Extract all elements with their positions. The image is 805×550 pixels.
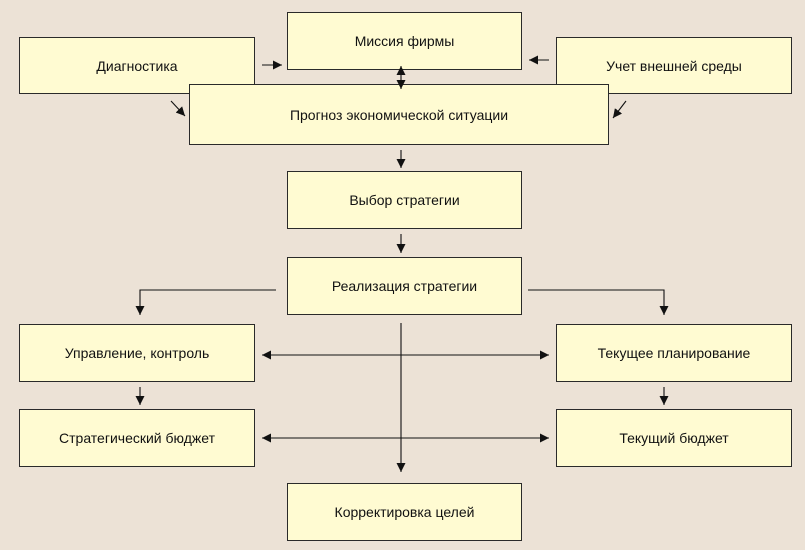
box-current-budget: Текущий бюджет (556, 409, 792, 467)
box-strategy-choice: Выбор стратегии (287, 171, 522, 229)
arrow-implementation-to-management (135, 289, 276, 315)
box-strategic-budget: Стратегический бюджет (19, 409, 255, 467)
box-mission: Миссия фирмы (287, 12, 522, 70)
box-current-planning: Текущее планирование (556, 324, 792, 382)
box-economic-forecast: Прогноз экономической ситуации (189, 84, 609, 145)
arrow-environment-to-forecast (612, 100, 627, 119)
box-strategy-implementation: Реализация стратегии (287, 257, 522, 315)
arrow-diagnostics-to-forecast (170, 100, 186, 117)
box-goal-correction: Корректировка целей (287, 483, 522, 541)
box-management-control: Управление, контроль (19, 324, 255, 382)
arrow-implementation-to-planning (528, 289, 669, 315)
box-diagnostics: Диагностика (19, 37, 255, 94)
